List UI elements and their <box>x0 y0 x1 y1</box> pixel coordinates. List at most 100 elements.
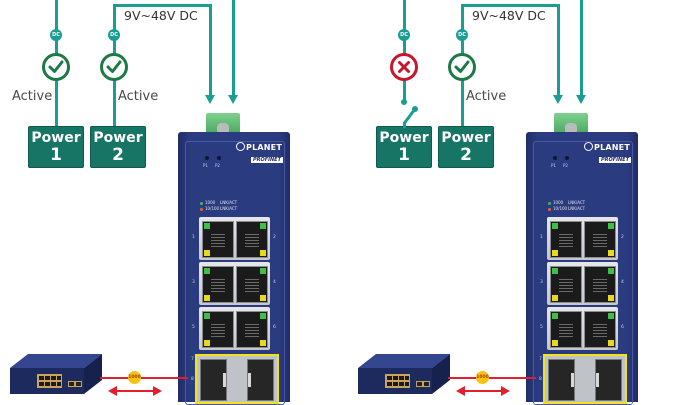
rj45-pins <box>593 324 607 338</box>
rj45-pins <box>211 279 225 293</box>
check-circle-icon <box>100 53 128 81</box>
p1-led <box>205 156 209 160</box>
sfp-port[interactable] <box>247 359 274 401</box>
port-number: 1 <box>540 235 543 240</box>
dc-terminal-block <box>554 113 588 134</box>
power1-number: 1 <box>398 145 410 165</box>
terminal-screw <box>217 123 229 132</box>
rj45-pins <box>245 234 259 248</box>
legend-text-10-100: LNK/ACT <box>220 206 238 211</box>
voltage-label: 9V~48V DC <box>124 8 198 23</box>
industrial-switch: PLANET PROFINET P1 P2 1000 LNK/ACT 10/10… <box>526 132 638 405</box>
power2-wire-drop <box>209 4 212 96</box>
power-panel-both-active: 9V~48V DC DC Active DC Active Power 1 Po… <box>0 0 350 405</box>
link-led <box>204 223 210 229</box>
port-number: 5 <box>540 325 543 330</box>
power2-status-label: Active <box>118 89 159 104</box>
uplink-cable <box>100 377 188 379</box>
port-number: 5 <box>192 325 195 330</box>
sfp-port[interactable] <box>200 359 227 401</box>
power2-source: Power 2 <box>90 126 146 168</box>
power2-status-label: Active <box>466 89 507 104</box>
rj45-port[interactable] <box>236 311 268 348</box>
power1-wire-lower <box>403 122 406 128</box>
rj45-pins <box>559 279 573 293</box>
p1-led <box>553 156 557 160</box>
rj45-port[interactable] <box>550 221 582 258</box>
rj45-port[interactable] <box>550 266 582 303</box>
port-number: 6 <box>621 325 624 330</box>
power1-label: Power <box>31 130 81 146</box>
activity-led <box>608 250 614 256</box>
industrial-switch: PLANET PROFINET P1 P2 1000 LNK/ACT 10/10… <box>178 132 290 405</box>
activity-led <box>608 340 614 346</box>
switch-contact <box>412 106 418 112</box>
legend-speed-10-100: 10/100 <box>205 206 220 211</box>
power2-wire-top <box>461 4 560 7</box>
rj45-port[interactable] <box>584 311 616 348</box>
rj45-port[interactable] <box>236 266 268 303</box>
planet-logo-icon <box>584 142 594 151</box>
rj45-port-pair <box>547 307 618 350</box>
bidirectional-arrow-icon <box>108 386 162 396</box>
rj45-port[interactable] <box>202 311 234 348</box>
activity-led <box>552 295 558 301</box>
profinet-badge: PROFINET <box>598 157 631 163</box>
rj45-port[interactable] <box>202 266 234 303</box>
dc-badge-icon: DC <box>456 29 468 41</box>
p2-led <box>217 156 221 160</box>
check-circle-icon <box>448 53 476 81</box>
legend-text-10-100: LNK/ACT <box>568 206 586 211</box>
arrow-down-icon <box>553 95 563 104</box>
sfp-port[interactable] <box>595 359 622 401</box>
check-circle-icon <box>42 53 70 81</box>
legend-speed-1000: 1000 <box>553 200 564 205</box>
power1-wire-drop <box>232 0 235 96</box>
rj45-port[interactable] <box>550 311 582 348</box>
brand-logo: PLANET <box>584 142 630 152</box>
brand-name: PLANET <box>246 143 282 152</box>
voltage-label: 9V~48V DC <box>472 8 546 23</box>
legend-dot-green <box>200 202 203 205</box>
port-number: 3 <box>540 280 543 285</box>
power2-wire-top <box>113 4 212 7</box>
power1-source: Power 1 <box>28 126 84 168</box>
rj45-pins <box>245 324 259 338</box>
sfp-port-num: 8 <box>539 377 542 382</box>
power1-source: Power 1 <box>376 126 432 168</box>
sfp-port-num: 7 <box>539 357 542 362</box>
port-number: 2 <box>273 235 276 240</box>
rj45-pins <box>593 279 607 293</box>
activity-led <box>204 250 210 256</box>
link-led <box>608 268 614 274</box>
activity-led <box>608 295 614 301</box>
rj45-port[interactable] <box>202 221 234 258</box>
activity-led <box>204 340 210 346</box>
activity-led <box>552 250 558 256</box>
p2-led <box>565 156 569 160</box>
sfp-port-num: 7 <box>191 357 194 362</box>
port-number: 4 <box>273 280 276 285</box>
port-number: 1 <box>192 235 195 240</box>
legend-dot-orange <box>200 208 203 211</box>
power1-number: 1 <box>50 145 62 165</box>
legend-text-1000: LNK/ACT <box>220 200 238 205</box>
link-led <box>204 268 210 274</box>
activity-led <box>260 250 266 256</box>
link-led <box>552 223 558 229</box>
link-led <box>260 313 266 319</box>
activity-led <box>260 340 266 346</box>
arrow-down-icon <box>228 95 238 104</box>
rj45-port[interactable] <box>584 266 616 303</box>
link-led <box>204 313 210 319</box>
bidirectional-arrow-icon <box>456 386 510 396</box>
power2-label: Power <box>441 130 491 146</box>
rj45-port[interactable] <box>584 221 616 258</box>
sfp-port[interactable] <box>548 359 575 401</box>
rj45-pins <box>559 324 573 338</box>
power1-label: Power <box>379 130 429 146</box>
port-number: 4 <box>621 280 624 285</box>
rj45-port[interactable] <box>236 221 268 258</box>
arrow-down-icon <box>205 95 215 104</box>
p1-led-label: P1 <box>551 163 556 168</box>
